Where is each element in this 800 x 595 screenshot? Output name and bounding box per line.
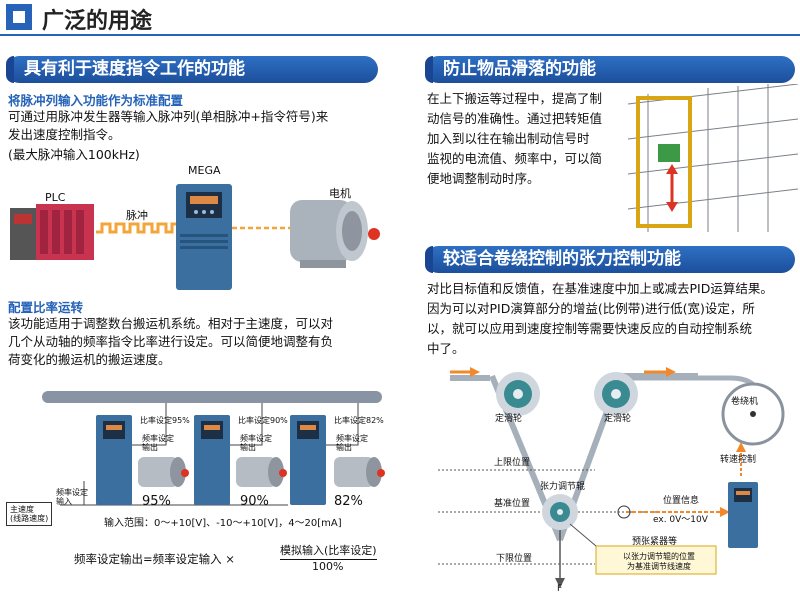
dancer-label: 张力调节辊 — [540, 482, 586, 492]
tension-line-4: 中了。 — [427, 341, 465, 356]
right-pulley-icon — [594, 372, 638, 416]
band-label: 防止物品滑落的功能 — [443, 59, 596, 79]
sensor-icon — [617, 505, 631, 519]
right-pulley-label: 定滑轮 — [604, 414, 632, 424]
anti-slip-line-5: 便地调整制动时序。 — [427, 171, 540, 186]
inverter-2-icon — [194, 415, 230, 505]
force-label: F — [557, 584, 563, 594]
freq-out-label-3: 频率设定 输出 — [336, 434, 368, 452]
band-label: 较适合卷绕控制的张力控制功能 — [443, 249, 681, 269]
cargo-box — [658, 144, 680, 162]
ratio-setting-2: 比率设定90% — [238, 416, 288, 425]
plc-label: PLC — [45, 191, 66, 204]
note-line-2: 为基准调节线速度 — [627, 562, 691, 571]
pulse-diagram — [10, 184, 380, 290]
motor-1-icon — [138, 457, 189, 487]
anti-slip-line-1: 在上下搬运等过程中，提高了制 — [427, 91, 603, 106]
speed-control-label: 转速控制 — [720, 455, 757, 465]
formula-left: 频率设定输出=频率设定输入 × — [74, 552, 235, 566]
ratio-diagram — [42, 391, 385, 506]
ratio-setting-1: 比率设定95% — [140, 416, 190, 425]
plc-device-icon — [10, 204, 94, 260]
ratio-desc-line-2: 几个从动轴的频率指令比率进行设定。可以简便地调整有负 — [8, 334, 334, 349]
desc-line-2: 发出速度控制指令。 — [8, 127, 121, 142]
tension-diagram — [438, 367, 785, 588]
ratio-desc-line-3: 荷变化的搬运机的搬运速度。 — [8, 352, 171, 367]
motor-label: 电机 — [329, 187, 351, 200]
ratio-pct-1: 95% — [142, 494, 171, 509]
anti-slip-line-2: 动信号的准确性。通过把转矩值 — [427, 111, 603, 126]
pulse-train — [96, 222, 190, 234]
title-divider — [0, 34, 800, 36]
input-range-label: 输入范围：0～+10[V]、-10～+10[V]，4～20[mA] — [104, 518, 342, 529]
pulse-label: 脉冲 — [126, 209, 148, 222]
conveyor-pipe — [42, 391, 382, 403]
freq-in-label: 频率设定 输入 — [56, 488, 88, 506]
formula-denominator: 100% — [312, 560, 344, 573]
tensioner-label: 预张紧器等 — [632, 537, 678, 547]
motor-3-icon — [334, 457, 385, 487]
formula-numerator: 模拟输入(比率设定) — [280, 542, 377, 560]
ratio-pct-2: 90% — [240, 494, 269, 509]
rack-illustration — [628, 84, 798, 232]
ratio-setting-3: 比率设定82% — [334, 416, 384, 425]
winder-label: 卷绕机 — [731, 397, 759, 407]
motor-2-icon — [236, 457, 287, 487]
desc-line-1: 可通过用脉冲发生器等输入脉冲列(单相脉冲+指令符号)来 — [8, 109, 329, 124]
left-pulley-icon — [496, 372, 540, 416]
main-speed-box: 主速度 (线路速度) — [6, 502, 53, 526]
tension-line-2: 因为可以对PID演算部分的增益(比例带)进行低(宽)设定，所 — [427, 301, 755, 316]
motor-icon — [290, 200, 380, 268]
position-info-label: 位置信息 — [663, 496, 700, 506]
section-band-tension: 较适合卷绕控制的张力控制功能 — [425, 246, 795, 273]
dancer-roller-icon — [542, 494, 578, 530]
title-square-icon — [6, 4, 32, 30]
ratio-pct-3: 82% — [334, 494, 363, 509]
anti-slip-line-3: 加入到以往在输出制动信号时 — [427, 131, 590, 146]
inverter-3-icon — [290, 415, 326, 505]
left-pulley-label: 定滑轮 — [495, 414, 523, 424]
section-band-speed-command: 具有利于速度指令工作的功能 — [6, 56, 378, 83]
freq-out-label-2: 频率设定 输出 — [240, 434, 272, 452]
range-label: ex. 0V～10V — [653, 515, 708, 525]
freq-out-label-1: 频率设定 输出 — [142, 434, 174, 452]
anti-slip-line-4: 监视的电流值、频率中，可以简 — [427, 151, 603, 166]
section-band-anti-slip: 防止物品滑落的功能 — [425, 56, 795, 83]
band-label: 具有利于速度指令工作的功能 — [24, 59, 245, 79]
tension-inverter-icon — [728, 482, 758, 548]
note-line-1: 以张力调节辊的位置 — [623, 552, 695, 561]
lower-limit-label: 下限位置 — [496, 554, 533, 564]
page-title: 广泛的用途 — [42, 9, 153, 34]
page-header: 广泛的用途 — [0, 0, 800, 34]
lift-frame — [636, 96, 692, 228]
mega-label: MEGA — [188, 164, 221, 177]
subheading-ratio-run: 配置比率运转 — [8, 300, 84, 315]
note-box — [595, 545, 717, 575]
inverter-1-icon — [96, 415, 132, 505]
base-position-label: 基准位置 — [494, 499, 531, 509]
desc-line-3: (最大脉冲输入100kHz) — [8, 147, 140, 162]
upper-limit-label: 上限位置 — [494, 458, 531, 468]
mega-inverter-icon — [176, 184, 232, 290]
ratio-desc-line-1: 该功能适用于调整数台搬运机系统。相对于主速度，可以对 — [8, 316, 334, 331]
tension-line-3: 以，就可以应用到速度控制等需要快速反应的自动控制系统 — [427, 321, 753, 336]
subheading-pulse-input: 将脉冲列输入功能作为标准配置 — [8, 93, 184, 108]
tension-line-1: 对比目标值和反馈值，在基准速度中加上或减去PID运算结果。 — [427, 281, 773, 296]
